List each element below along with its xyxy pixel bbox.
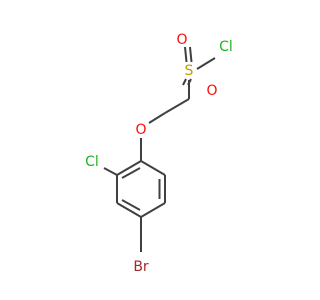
bond-ring-c1-c2 xyxy=(140,160,166,176)
atom-oxygen-sulfonyl-top: O xyxy=(176,32,187,48)
structure-canvas: O S O O Cl Cl Br xyxy=(85,32,233,275)
atom-oxygen-ether: O xyxy=(135,122,146,138)
bond-o-ch2 xyxy=(148,112,166,124)
bond-ring-c4-c5 xyxy=(116,202,142,218)
bond-s-cl xyxy=(196,57,216,70)
bond-c6-cl xyxy=(103,167,118,176)
bond-s-o-bottom-a xyxy=(182,78,187,86)
bond-s-o-top-a xyxy=(184,46,188,63)
bond-ch2-ch2 xyxy=(164,98,190,114)
bond-s-o-bottom-b xyxy=(187,78,192,86)
bond-ring-c6-c1 xyxy=(116,160,142,176)
atom-chlorine-sulfonyl: Cl xyxy=(219,39,233,55)
molecule-structure: O S O O Cl Cl Br xyxy=(85,32,233,275)
bond-s-o-top-b xyxy=(189,46,193,63)
bond-ring-c3-c4 xyxy=(140,202,166,218)
bond-ring-c6-c1-inner xyxy=(121,167,141,179)
atom-chlorine-ring: Cl xyxy=(85,154,99,170)
atom-sulfur: S xyxy=(185,63,194,79)
bond-ring-c4-c5-inner xyxy=(121,199,141,211)
atom-bromine: Br xyxy=(133,259,149,275)
atom-oxygen-sulfonyl-bottom: O xyxy=(206,83,217,99)
